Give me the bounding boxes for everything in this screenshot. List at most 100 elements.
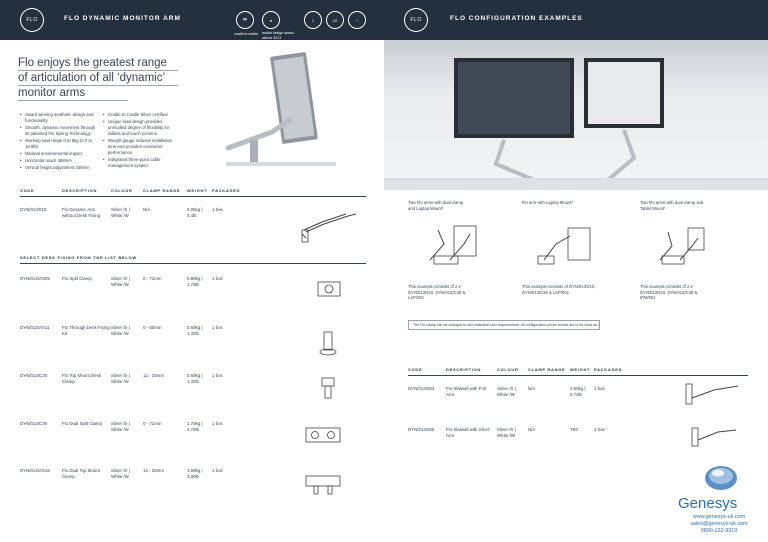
main-description: Flo Dynamic Arm without Desk Fixing (62, 207, 101, 218)
fixing-description: Flo Dual Top Mount Clamp (62, 468, 100, 479)
fixing-clamp-range: 12 - 25mm (143, 468, 164, 473)
fixing-clamp-range: 12 - 25mm (143, 373, 164, 378)
fixing-clamp-range: 0 - 71mm (143, 276, 162, 281)
right-col-header-colour: COLOUR (497, 367, 519, 372)
main-code: DYN/013/010 (20, 207, 47, 212)
fixing-colour: Silver /S | White /W (111, 276, 130, 287)
contact-website[interactable]: www.genesys-uk.com (692, 514, 746, 520)
slatwall-description: Flo Slatwall with Full Arm (446, 386, 486, 397)
feature-item: Horizontal reach 458mm (20, 158, 98, 164)
fixing-colour: Silver /S | White /W (111, 468, 130, 479)
fixing-weight: 1.70kg | 3.74lb (187, 421, 203, 432)
cradle-badge-label: cradle to cradle (234, 32, 258, 36)
fixing-clamp-range: 0 - 50mm (143, 325, 162, 330)
desk-fixing-rule (20, 263, 366, 264)
slatwall-packaged: 1 box (594, 427, 605, 432)
fixing-code: DYN/013/C25 (20, 373, 48, 378)
feature-item: Integrated three-point cable management … (103, 157, 175, 169)
genesys-logo-text: Genesys (678, 495, 738, 512)
slatwall-full-arm-drawing (685, 383, 739, 405)
reddot-award-icon: ● (262, 11, 280, 29)
fixing-description: Flo Dual Split Clamp (62, 421, 103, 426)
main-clamp-range: N/A (143, 207, 151, 212)
example-2-detail: This example consists of DYN/013/010, DY… (522, 284, 596, 295)
contact-email[interactable]: sales@genesys-uk.com (690, 521, 748, 527)
slatwall-colour: Silver /S | White /W (497, 427, 516, 438)
feature-item: Smooth, dynamic movement through its pat… (20, 125, 98, 137)
fixing-description: Flo Top Mount Desk Clamp (62, 373, 101, 384)
slatwall-weight: 2.60kg | 5.73lb (570, 386, 586, 397)
fixing-description: Flo Through Desk Fixing Kit (62, 325, 110, 336)
right-col-header-description: DESCRIPTION (446, 367, 482, 372)
table-header-rule (20, 196, 366, 197)
right-col-header-clamp-range: CLAMP RANGE (528, 367, 566, 372)
col-header-clamp-range: CLAMP RANGE (143, 188, 181, 193)
right-col-header-code: CODE (408, 367, 423, 372)
fixing-clamp-range: 0 - 71mm (143, 421, 162, 426)
fixing-weight: 1.50kg | 3.30lb (187, 468, 203, 479)
feature-item: Cradle to Cradle Silver certified (103, 112, 175, 118)
feature-list-left: Award winning aesthetic design and funct… (20, 112, 98, 172)
fixing-packaged: 1 box (212, 468, 223, 473)
right-col-header-packaged: PACKAGED (594, 367, 623, 372)
fixing-code: DYN/013/AS11 (20, 325, 50, 330)
fixing-packaged: 1 box (212, 276, 223, 281)
flo-logo-right: FLO (404, 8, 428, 32)
headline-line-1: Flo enjoys the greatest range (18, 56, 178, 71)
fixing-colour: Silver /S | White /W (111, 421, 130, 432)
headline-line-2: of articulation of all ‘dynamic’ (18, 71, 178, 86)
example-1-title: Two Flo arms with dual clamp and Laptop … (408, 200, 464, 211)
configuration-note: The Flo clamp can be changed to suit ind… (408, 320, 600, 330)
slatwall-description: Flo Slatwall with Short Arm (446, 427, 490, 438)
fixing-code: DYN/013/AS09 (20, 276, 50, 281)
slatwall-clamp-range: N/A (528, 386, 536, 391)
fixing-packaged: 1 box (212, 373, 223, 378)
col-header-packaged: PACKAGED (212, 188, 241, 193)
fixing-weight: 0.60kg | 1.32lb (187, 373, 203, 384)
flo-logo: FLO (20, 8, 44, 32)
example-3-drawing (659, 227, 705, 265)
dual-top-mount-drawing (305, 475, 341, 495)
col-header-weight: WEIGHT (187, 188, 208, 193)
main-colour: Silver /S | White /W (111, 207, 130, 218)
example-1-drawing (429, 225, 477, 265)
example-1-detail: This example consists of 2 x DYN/013/010… (408, 284, 466, 301)
through-desk-kit-drawing (319, 331, 337, 356)
left-header-title: FLO DYNAMIC MONITOR ARM (64, 15, 181, 22)
slatwall-code: DYN/013/004 (408, 386, 435, 391)
dual-split-clamp-drawing (305, 427, 341, 443)
fixing-packaged: 1 box (212, 421, 223, 426)
col-header-code: CODE (20, 188, 35, 193)
slatwall-code: DYN/013/005 (408, 427, 435, 432)
slatwall-clamp-range: N/A (528, 427, 536, 432)
desk-fixing-label: SELECT DESK FIXING FROM THE LIST BELOW (20, 255, 137, 260)
col-header-colour: COLOUR (111, 188, 133, 193)
fixing-code: DYN/013/AS18 (20, 468, 50, 473)
award-text: reddot design award winner 2013 (262, 31, 294, 40)
top-mount-clamp-drawing (321, 377, 335, 399)
arm-drawing (301, 213, 357, 243)
feature-item: Weight gauge reduces installation time a… (103, 138, 175, 156)
headline: Flo enjoys the greatest range of articul… (18, 56, 178, 101)
fixing-weight: 0.60kg | 1.32lb (187, 325, 203, 336)
right-header-title: FLO CONFIGURATION EXAMPLES (450, 15, 583, 22)
feature-list-right: Cradle to Cradle Silver certified Unique… (103, 112, 175, 170)
fixing-code: DYN/013/C36 (20, 421, 48, 426)
fixing-description: Flo Split Clamp (62, 276, 92, 281)
example-2-drawing (537, 227, 591, 265)
headline-line-3: monitor arms (18, 86, 128, 101)
fixing-colour: Silver /S | White /W (111, 325, 130, 336)
slatwall-short-arm-drawing (691, 427, 737, 447)
example-3-detail: This example consists of 2 x DYN/013/010… (640, 284, 698, 301)
weight-gauge-icon: ◔ (348, 11, 366, 29)
example-2-title: Flo arm with Laptop Mount* (522, 200, 574, 205)
slatwall-colour: Silver /S | White /W (497, 386, 516, 397)
main-weight: 2.05kg | 4.4lb (187, 207, 203, 218)
feature-item: Minimal environmental impact (20, 151, 98, 157)
split-clamp-drawing (317, 281, 341, 297)
feature-item: Unique load design provides unrivalled d… (103, 119, 175, 137)
badge-two-icon: 10 (326, 11, 344, 29)
contact-phone: 0800-122-3319 (700, 528, 738, 534)
fixing-colour: Silver /S | White /W (111, 373, 130, 384)
feature-item: Award winning aesthetic design and funct… (20, 112, 98, 124)
